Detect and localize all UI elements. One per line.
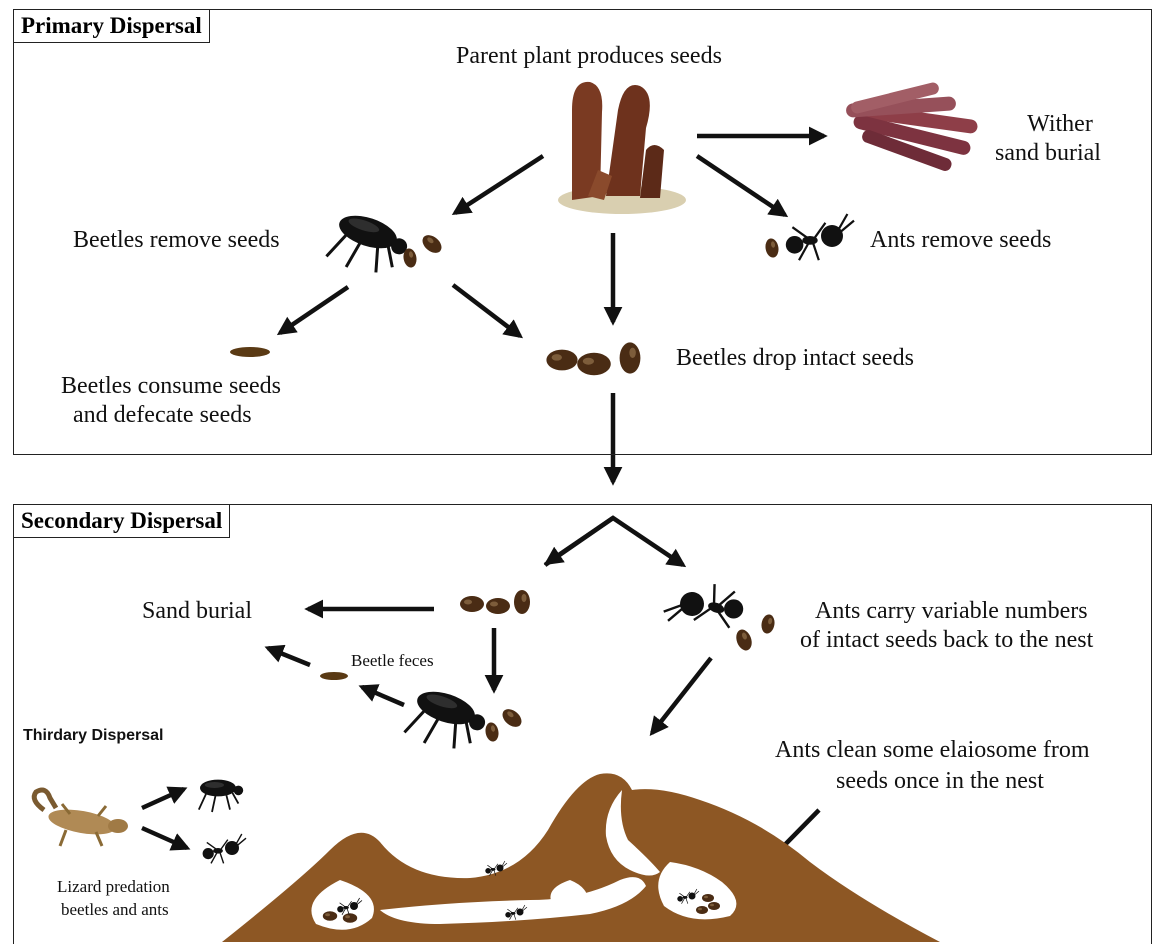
wither-label-line2: sand burial bbox=[995, 139, 1101, 167]
beetles-remove-label: Beetles remove seeds bbox=[73, 226, 280, 254]
wither-label-line1: Wither bbox=[1000, 110, 1120, 138]
ants-clean-label-line2: seeds once in the nest bbox=[836, 767, 1044, 795]
beetles-consume-label-line1: Beetles consume seeds bbox=[61, 372, 281, 400]
thirdary-dispersal-title: Thirdary Dispersal bbox=[23, 722, 164, 750]
primary-dispersal-title: Primary Dispersal bbox=[13, 9, 210, 43]
sand-burial-label: Sand burial bbox=[142, 597, 252, 625]
beetles-drop-label: Beetles drop intact seeds bbox=[676, 344, 914, 372]
ants-clean-label-line1: Ants clean some elaiosome from bbox=[775, 736, 1090, 764]
ants-carry-label-line2: of intact seeds back to the nest bbox=[800, 626, 1093, 654]
secondary-dispersal-title: Secondary Dispersal bbox=[13, 504, 230, 538]
lizard-label-line1: Lizard predation bbox=[57, 876, 170, 898]
ants-remove-label: Ants remove seeds bbox=[870, 226, 1051, 254]
parent-plant-label: Parent plant produces seeds bbox=[456, 42, 722, 70]
beetle-feces-label: Beetle feces bbox=[351, 650, 434, 672]
secondary-dispersal-panel bbox=[13, 504, 1152, 944]
lizard-label-line2: beetles and ants bbox=[61, 899, 169, 921]
ants-carry-label-line1: Ants carry variable numbers bbox=[815, 597, 1088, 625]
beetles-consume-label-line2: and defecate seeds bbox=[73, 401, 252, 429]
